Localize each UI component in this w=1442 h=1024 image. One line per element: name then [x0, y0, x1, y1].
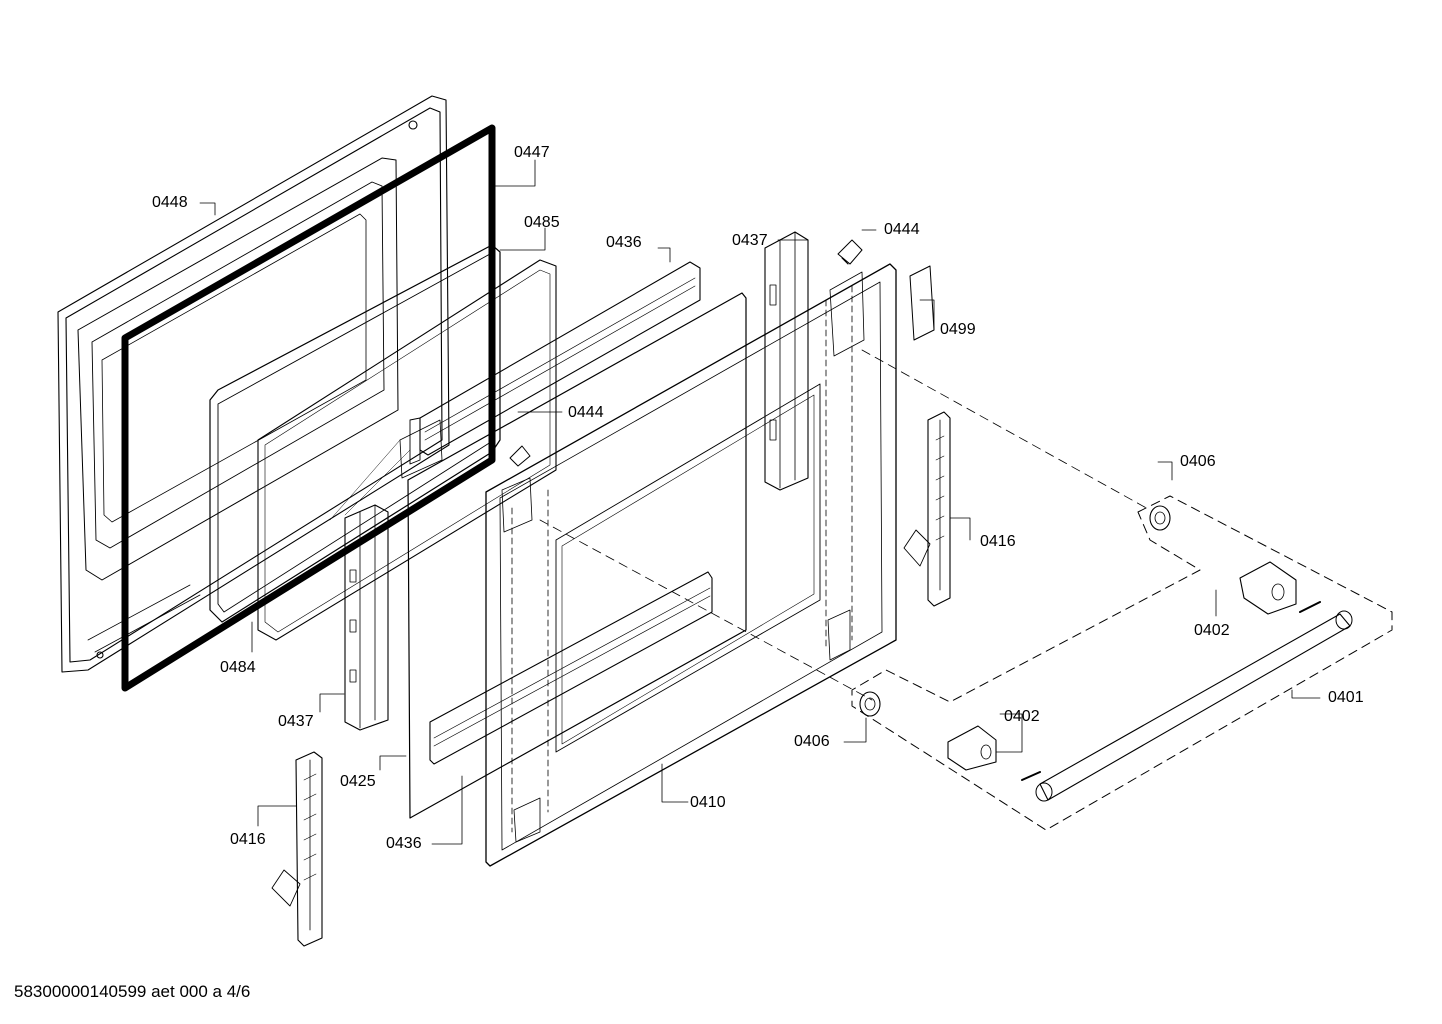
top-rail-0436	[409, 261, 701, 465]
label-0410: 0410	[690, 794, 726, 811]
leader-lines	[199, 159, 1321, 845]
label-0499: 0499	[940, 321, 976, 338]
clip-0444-top	[837, 239, 863, 265]
label-0425: 0425	[340, 773, 376, 790]
outer-door-frame-0410	[485, 263, 897, 867]
glass-frame-0485	[209, 244, 501, 623]
label-0402-mid: 0402	[1004, 708, 1040, 725]
handle-dashed-outline	[851, 495, 1393, 831]
label-0436-top: 0436	[606, 234, 642, 251]
handle-bar-0401	[1021, 601, 1353, 802]
middle-glass-0425	[407, 292, 747, 819]
label-0402-right: 0402	[1194, 622, 1230, 639]
label-0484: 0484	[220, 659, 256, 676]
label-0447: 0447	[514, 144, 550, 161]
left-bracket-0437	[344, 504, 389, 731]
label-0437-left: 0437	[278, 713, 314, 730]
label-0406-mid: 0406	[794, 733, 830, 750]
label-0437-top: 0437	[732, 232, 768, 249]
handle-mount-0402-mid	[947, 725, 997, 771]
label-0444-top: 0444	[884, 221, 920, 238]
glass-pane-0484	[257, 259, 557, 641]
label-0416-left: 0416	[230, 831, 266, 848]
end-cap-0406-mid	[859, 691, 881, 717]
gasket-0447	[121, 124, 496, 692]
bottom-rail-0436	[429, 571, 713, 765]
strip-0499	[909, 265, 935, 341]
inner-door-panel-0448	[57, 95, 450, 673]
clip-0444-mid	[509, 445, 531, 467]
label-0436-bottom: 0436	[386, 835, 422, 852]
label-0416-right: 0416	[980, 533, 1016, 550]
right-bracket-0437	[764, 231, 809, 491]
label-0444-mid: 0444	[568, 404, 604, 421]
hinge-0416-right	[903, 411, 951, 607]
hinge-0416-left	[271, 751, 323, 947]
drawing-id-footer: 58300000140599 aet 000 a 4/6	[14, 982, 251, 1001]
label-0406-right: 0406	[1180, 453, 1216, 470]
label-0448: 0448	[152, 194, 188, 211]
handle-mount-0402-right	[1239, 561, 1297, 615]
label-0485: 0485	[524, 214, 560, 231]
label-0401: 0401	[1328, 689, 1364, 706]
end-cap-0406-right	[1149, 505, 1171, 531]
